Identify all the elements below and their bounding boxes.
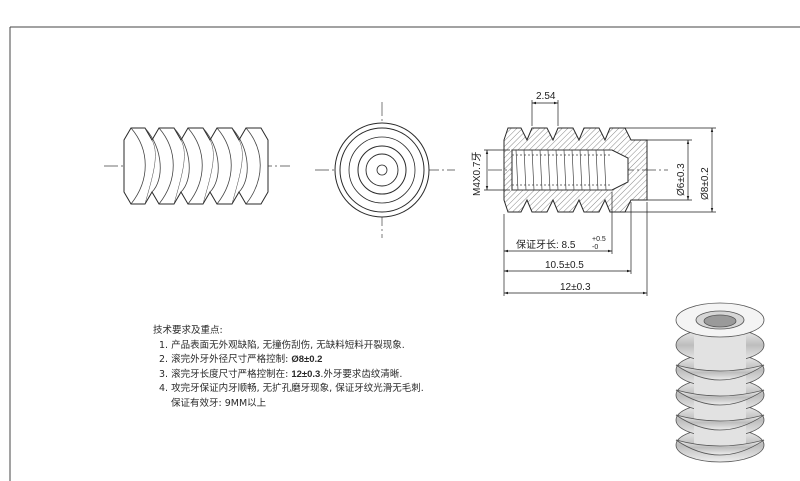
dim-effective-thread-tol-upper: +0.5 bbox=[592, 236, 606, 243]
dim-pitch-width: 2.54 bbox=[536, 91, 556, 102]
section-inner-thread bbox=[512, 149, 612, 191]
dim-total-length: 12±0.3 bbox=[560, 282, 591, 293]
note-effective-thread: 保证有效牙: 9MM以上 bbox=[171, 397, 267, 409]
note-item-1-text: 产品表面无外观缺陷, 无撞伤刮伤, 无缺料短料开裂现象. bbox=[171, 339, 405, 351]
note-item-1: 1. 产品表面无外观缺陷, 无撞伤刮伤, 无缺料短料开裂现象. bbox=[153, 339, 623, 354]
dim-effective-thread-tol-lower: -0 bbox=[592, 244, 598, 251]
note-item-1-num: 1. bbox=[159, 339, 169, 351]
dim-thread-length: 10.5±0.5 bbox=[545, 260, 584, 271]
dim-effective-thread-label: 保证牙长: 8.5 bbox=[516, 238, 576, 251]
side-view-thread-flanks bbox=[130, 127, 261, 205]
dim-inner-diameter: Ø6±0.3 bbox=[676, 163, 687, 196]
side-view bbox=[104, 127, 290, 205]
note-item-2: 2. 滚完外牙外径尺寸严格控制: Ø8±0.2 bbox=[153, 353, 623, 368]
note-item-3-value: 12±0.3 bbox=[291, 368, 321, 380]
note-item-2-text: 滚完外牙外径尺寸严格控制: bbox=[171, 354, 292, 365]
note-item-4: 4. 攻完牙保证内牙顺畅, 无扩孔磨牙现象, 保证牙纹光滑无毛刺. bbox=[153, 382, 623, 397]
drawing-frame bbox=[9, 26, 800, 481]
note-item-3-text: 滚完牙长度尺寸严格控制在: bbox=[171, 368, 292, 380]
technical-notes: 技术要求及重点: 1. 产品表面无外观缺陷, 无撞伤刮伤, 无缺料短料开裂现象.… bbox=[153, 324, 623, 411]
dim-effective-thread: 保证牙长: 8.5 bbox=[516, 238, 576, 251]
dim-thread-spec: M4X0.7牙 bbox=[471, 152, 483, 196]
note-item-4-text: 攻完牙保证内牙顺畅, 无扩孔磨牙现象, 保证牙纹光滑无毛刺. bbox=[171, 383, 424, 394]
note-item-2-num: 2. bbox=[159, 354, 169, 365]
note-item-3-after: .外牙要求齿纹清晰. bbox=[320, 368, 403, 380]
section-dimension-lines bbox=[484, 100, 716, 296]
dim-outer-diameter: Ø8±0.2 bbox=[700, 167, 711, 200]
note-item-3: 3. 滚完牙长度尺寸严格控制在: 12±0.3.外牙要求齿纹清晰. bbox=[153, 368, 623, 383]
section-view bbox=[488, 127, 668, 213]
note-item-4-num: 4. bbox=[159, 383, 169, 394]
insert-3d-render bbox=[675, 302, 765, 463]
notes-heading: 技术要求及重点: bbox=[153, 325, 223, 336]
note-item-3-num: 3. bbox=[159, 368, 169, 380]
note-item-2-value: Ø8±0.2 bbox=[291, 354, 323, 365]
end-view bbox=[315, 102, 455, 238]
